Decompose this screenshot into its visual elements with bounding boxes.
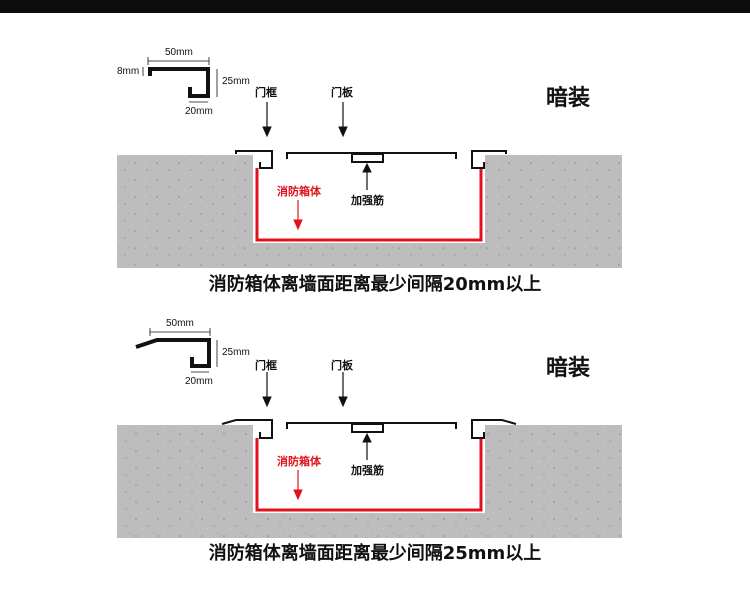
profile-section (135, 328, 218, 373)
reinforcing-rib (351, 153, 384, 163)
panel-label: 门板 (331, 86, 353, 99)
rib-label: 加强筋 (351, 194, 384, 207)
install-type-title: 暗装 (546, 86, 591, 111)
cabinet-box-outline (255, 438, 483, 512)
diagram-panel-2: 50mm 25mm 20mm 门框 门板 暗装 消防箱体 加强筋 消防箱体离墙面… (0, 310, 750, 570)
arrow-box (293, 470, 303, 501)
arrow-rib (362, 162, 372, 190)
top-bar (0, 0, 750, 13)
diagram-panel-1: 50mm 8mm 25mm 20mm 门框 门板 暗装 消防箱体 加强筋 消防箱… (0, 40, 750, 300)
cabinet-box-label: 消防箱体 (277, 455, 321, 468)
concrete-wall (117, 155, 622, 268)
profile-height-label: 25mm (222, 347, 250, 358)
profile-lip-label: 8mm (117, 66, 140, 77)
arrow-panel (338, 372, 348, 408)
reinforcing-rib (351, 423, 384, 433)
profile-depth-label: 20mm (185, 376, 213, 387)
frame-right (471, 419, 517, 439)
arrow-frame (262, 372, 272, 408)
installation-drawing-2 (117, 328, 622, 538)
profile-depth-label: 20mm (185, 106, 213, 117)
frame-right (471, 150, 507, 169)
arrow-frame (262, 102, 272, 138)
rib-label: 加强筋 (351, 464, 384, 477)
frame-label: 门框 (255, 86, 277, 99)
profile-width-label: 50mm (165, 47, 193, 58)
concrete-wall (117, 425, 622, 538)
arrow-panel (338, 102, 348, 138)
spacing-caption: 消防箱体离墙面距离最少间隔20mm以上 (208, 274, 542, 295)
panel-label: 门板 (331, 359, 353, 372)
profile-width-label: 50mm (166, 318, 194, 329)
installation-drawing-1 (117, 57, 622, 268)
arrow-box (293, 200, 303, 231)
cabinet-box-outline (255, 168, 483, 242)
frame-label: 门框 (255, 359, 277, 372)
install-type-title: 暗装 (546, 356, 591, 381)
frame-left (221, 419, 273, 439)
frame-left (235, 150, 273, 169)
profile-section (142, 57, 218, 103)
cabinet-box-label: 消防箱体 (277, 185, 321, 198)
spacing-caption: 消防箱体离墙面距离最少间隔25mm以上 (208, 543, 542, 564)
arrow-rib (362, 432, 372, 460)
profile-height-label: 25mm (222, 76, 250, 87)
